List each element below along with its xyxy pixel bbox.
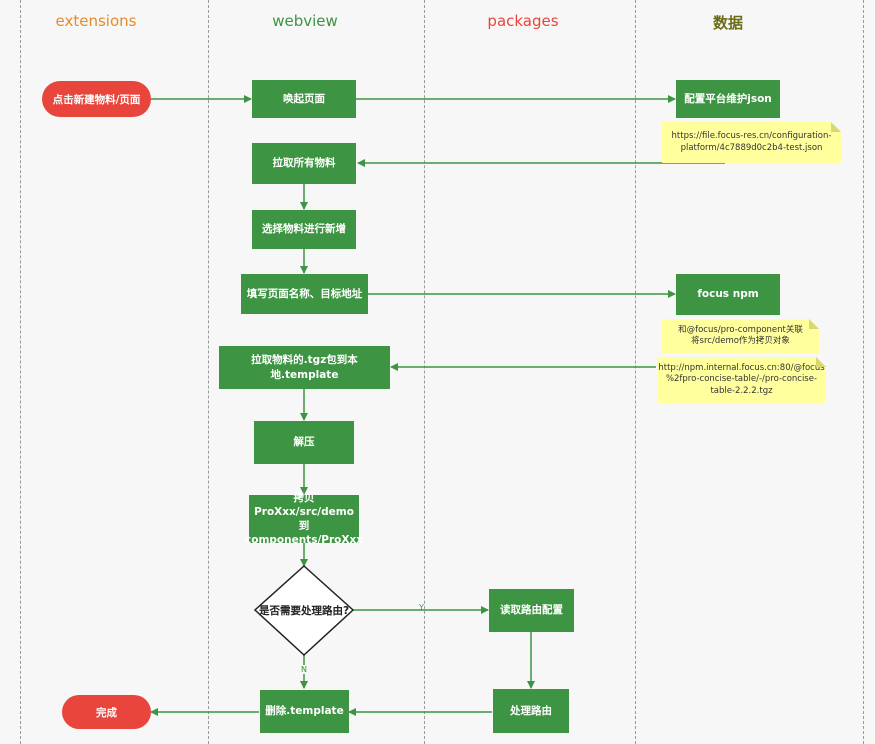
lane-divider-right-border: [863, 0, 864, 744]
select-material-step: 选择物料进行新增: [252, 210, 356, 249]
npm-url-note-fold: [816, 357, 826, 367]
lane-divider-packages-data: [635, 0, 636, 744]
read-route-step: 读取路由配置: [489, 589, 574, 632]
focus-npm-step: focus npm: [676, 274, 780, 315]
copy-step-line2: ProXxx/src/demo到: [254, 505, 354, 532]
related-line1: 和@focus/pro-component关联: [678, 324, 803, 335]
lane-divider-extensions-webview: [208, 0, 209, 744]
decision-diamond: [253, 564, 355, 657]
copy-step-line1: 拷贝: [293, 491, 315, 504]
open-page-step: 唤起页面: [252, 80, 356, 118]
pull-tgz-step: 拉取物料的.tgz包到本地.template: [219, 346, 390, 389]
lane-divider-webview-packages: [424, 0, 425, 744]
related-note-fold: [809, 319, 819, 329]
unzip-step: 解压: [254, 421, 354, 464]
handle-route-step: 处理路由: [493, 689, 569, 733]
copy-step: 拷贝 ProXxx/src/demo到 components/ProXxx: [245, 492, 363, 547]
decision-label: 是否需要处理路由?: [258, 605, 350, 617]
lane-divider-left-border: [20, 0, 21, 744]
config-url-note: https://file.focus-res.cn/configuration-…: [662, 122, 841, 163]
delete-template-step: 删除.template: [260, 690, 349, 733]
config-url-line1: https://file.focus-res.cn/configuration-: [671, 131, 832, 142]
start-terminal: 点击新建物料/页面: [42, 81, 151, 117]
related-note: 和@focus/pro-component关联 将src/demo作为拷贝对象: [662, 319, 819, 353]
lane-header-webview: webview: [272, 12, 338, 30]
config-json-step: 配置平台维护json: [676, 80, 780, 118]
fill-form-step: 填写页面名称、目标地址: [241, 274, 368, 314]
npm-url-line1: http://npm.internal.focus.cn:80/@focus: [658, 363, 825, 374]
decision-yes-label: Y: [419, 603, 424, 612]
copy-step-line3: components/ProXxx: [245, 534, 364, 547]
lane-header-data: 数据: [712, 14, 743, 32]
decision-no-label: N: [301, 665, 307, 674]
done-terminal: 完成: [62, 695, 151, 729]
npm-url-line3: table-2.2.2.tgz: [710, 385, 773, 396]
npm-url-line2: %2fpro-concise-table/-/pro-concise-: [665, 374, 818, 385]
npm-url-note: http://npm.internal.focus.cn:80/@focus %…: [657, 357, 826, 403]
fetch-all-step: 拉取所有物料: [252, 143, 356, 184]
config-url-note-fold: [831, 122, 841, 132]
lane-header-packages: packages: [487, 12, 559, 30]
config-url-line2: platform/4c7889d0c2b4-test.json: [680, 142, 823, 153]
related-line2: 将src/demo作为拷贝对象: [691, 336, 790, 346]
lane-header-extensions: extensions: [55, 12, 137, 30]
